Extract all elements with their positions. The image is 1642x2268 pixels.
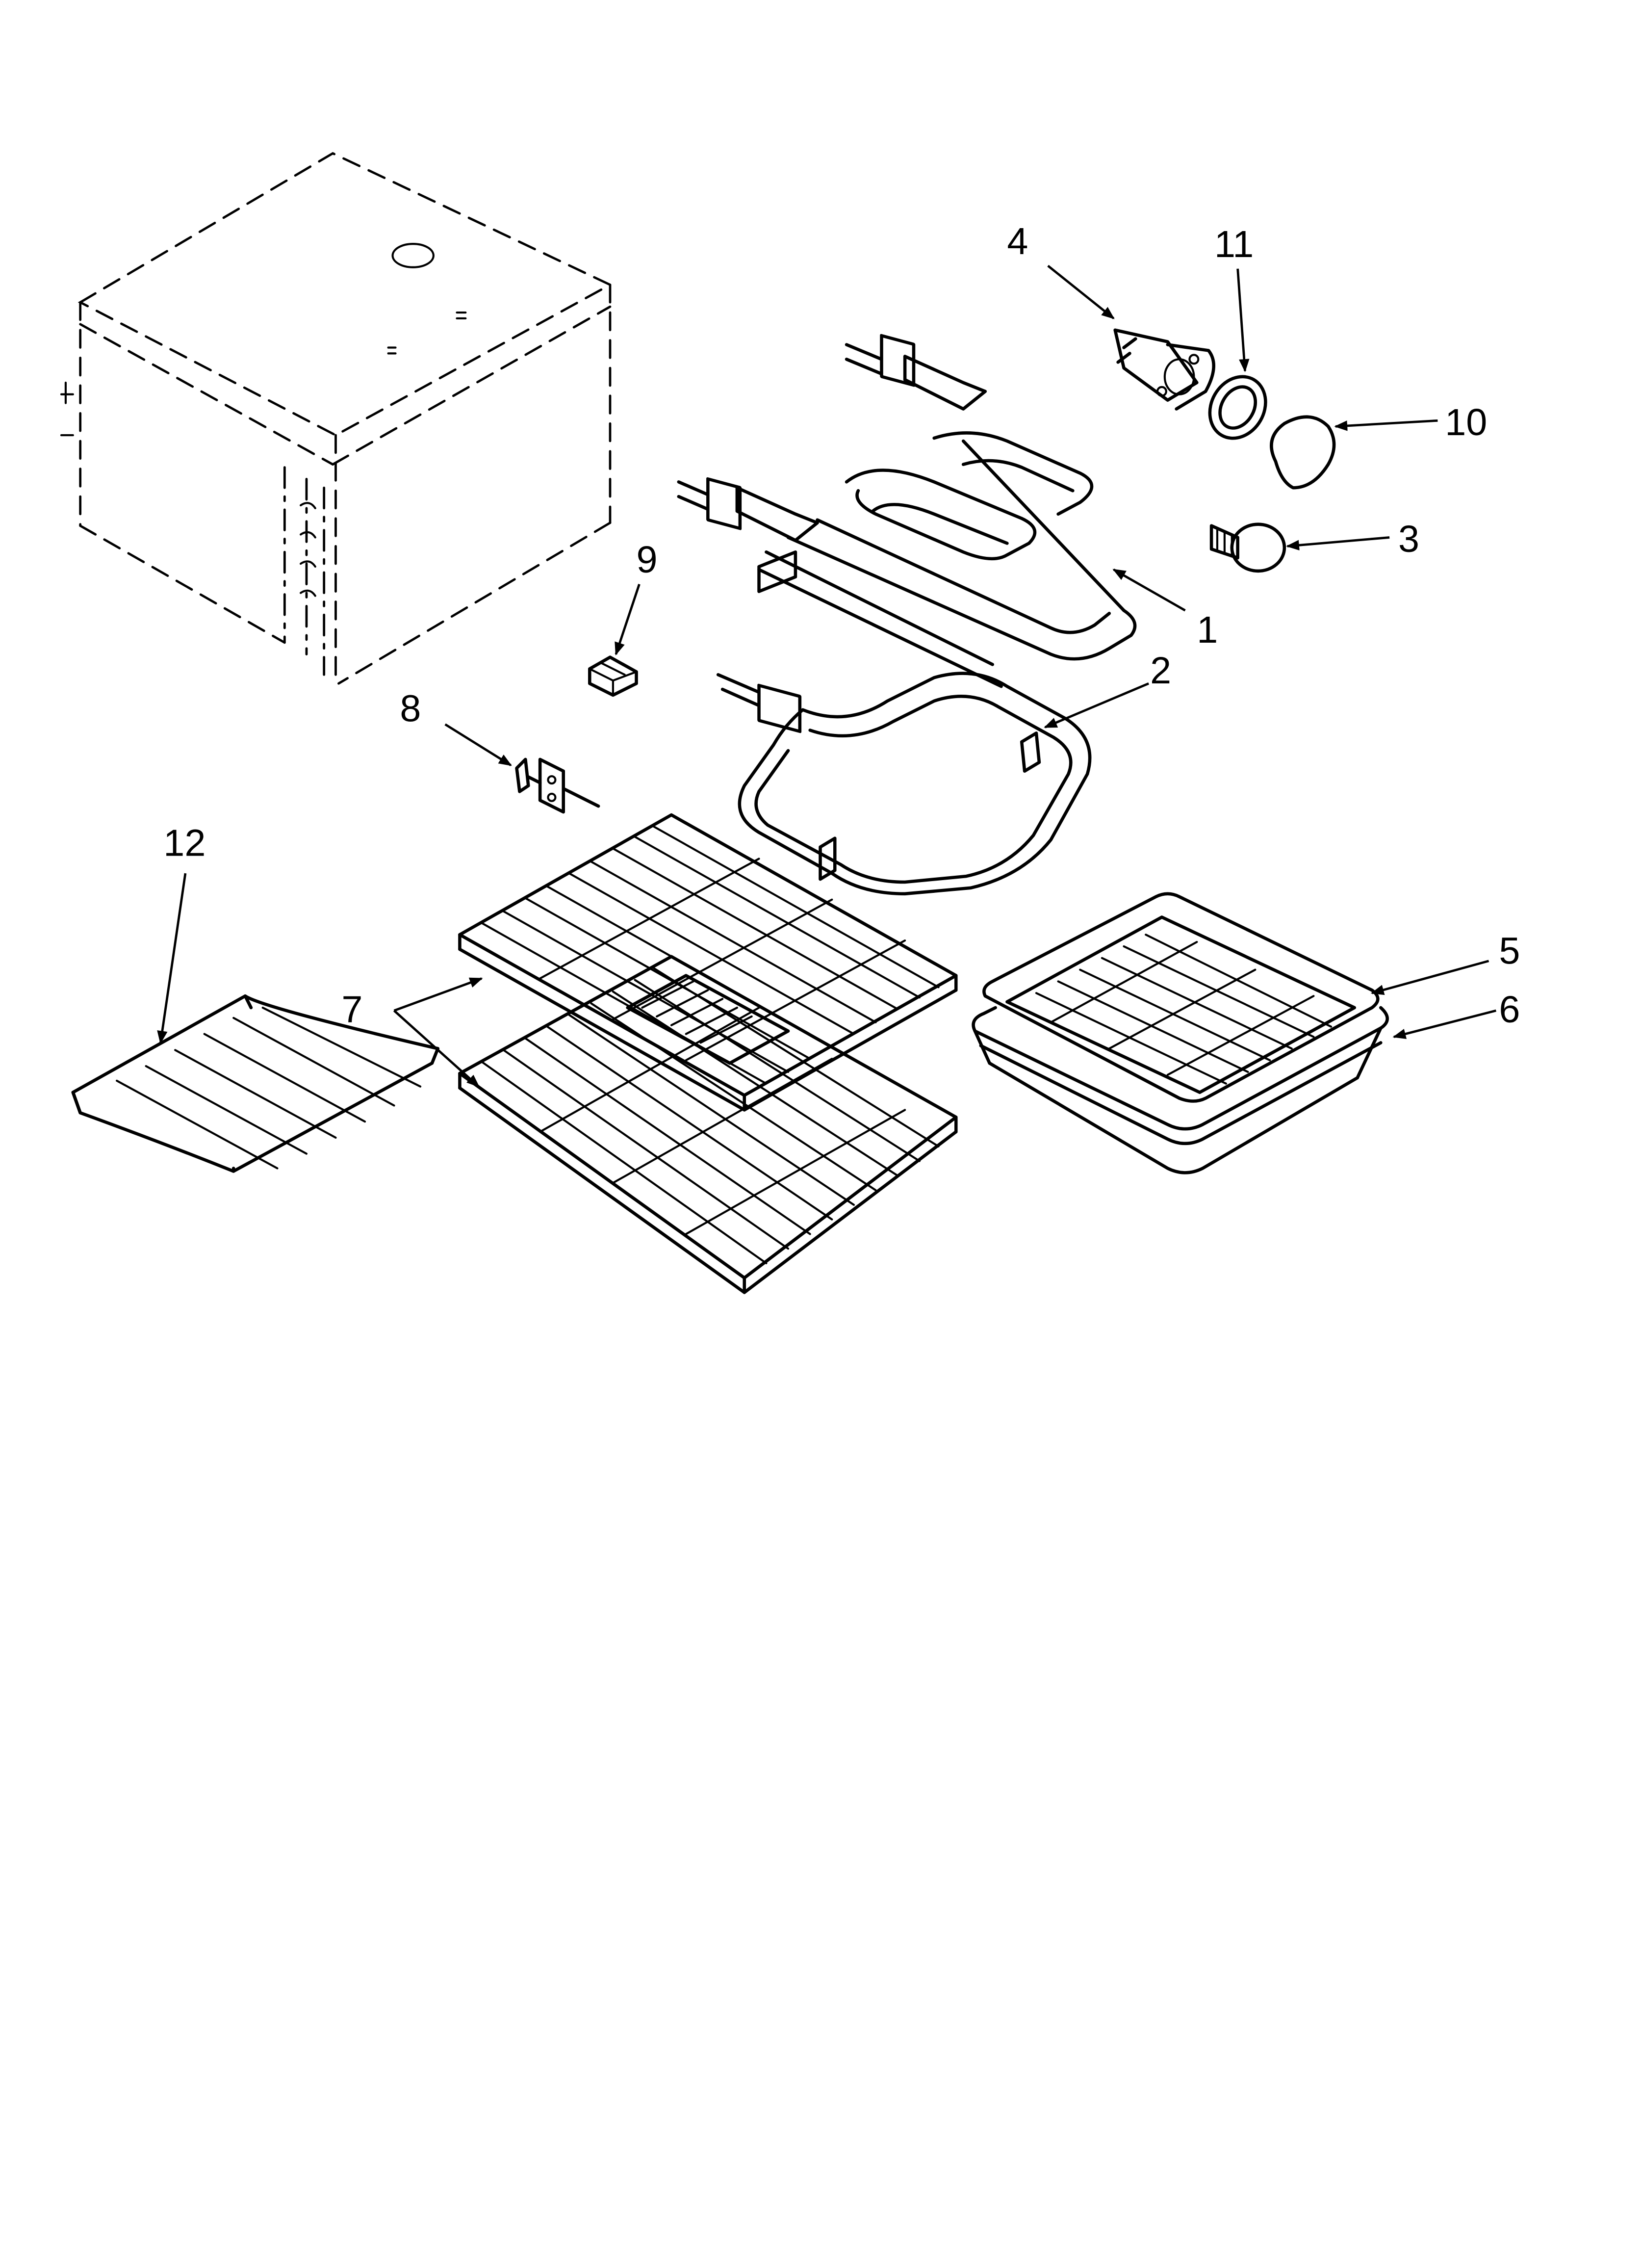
oven-bottom-panel-part-12 <box>71 994 440 1173</box>
callout-label-4: 4 <box>1007 220 1028 262</box>
broil-pan-part-6 <box>972 1006 1389 1174</box>
callout-label-3: 3 <box>1398 518 1419 560</box>
oven-rack-lower-part-7 <box>458 955 958 1294</box>
broil-pan-grid-part-5 <box>982 892 1380 1103</box>
callout-label-2: 2 <box>1150 650 1171 692</box>
callout-label-11: 11 <box>1214 223 1254 265</box>
oven-cavity-outline <box>60 152 613 685</box>
gasket-part-11 <box>1208 375 1267 440</box>
oven-rack-upper-part-7 <box>458 813 958 1112</box>
callout-label-6: 6 <box>1499 989 1520 1031</box>
light-lens-part-10 <box>1270 415 1336 490</box>
light-bulb-part-3 <box>1209 522 1286 573</box>
broil-element-part-1 <box>677 334 1137 688</box>
callout-label-12: 12 <box>163 822 205 864</box>
callout-label-1: 1 <box>1197 609 1218 651</box>
sensor-part-8 <box>515 757 600 814</box>
callout-labels: 4 11 10 3 1 2 9 8 12 7 5 6 <box>163 220 1520 1031</box>
callout-label-10: 10 <box>1445 401 1487 443</box>
callout-label-8: 8 <box>400 688 421 730</box>
callout-label-7: 7 <box>341 989 362 1031</box>
bake-element-part-2 <box>716 672 1092 896</box>
callout-label-5: 5 <box>1499 930 1520 972</box>
light-socket-part-4 <box>1113 328 1215 411</box>
clip-part-9 <box>588 655 638 697</box>
callout-leaders <box>157 264 1496 1088</box>
callout-label-9: 9 <box>637 539 658 581</box>
